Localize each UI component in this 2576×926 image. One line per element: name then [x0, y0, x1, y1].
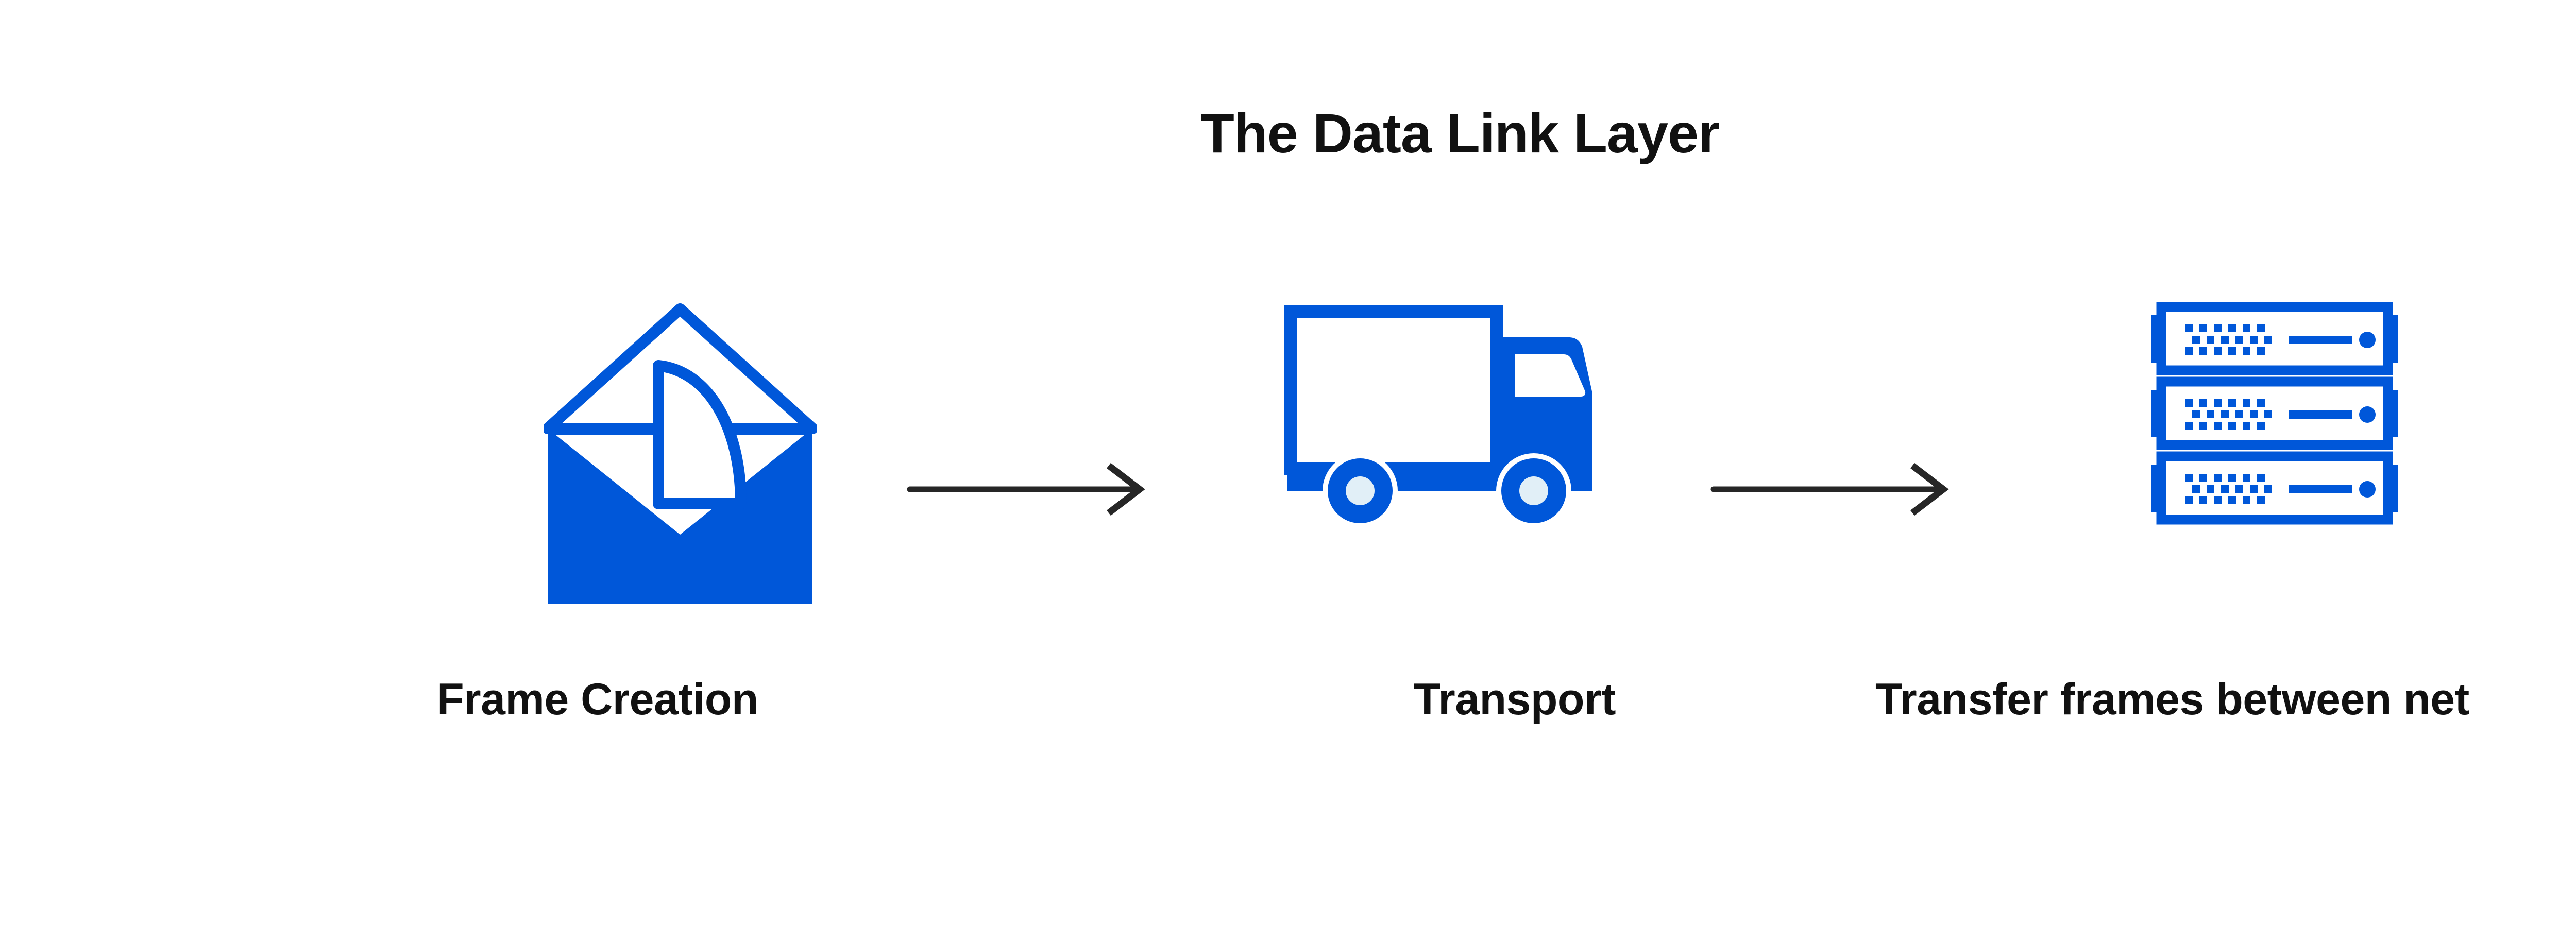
stage-label-frame-creation: Frame Creation — [437, 675, 758, 724]
open-envelope-icon — [544, 288, 817, 608]
stage-label-transport: Transport — [1413, 675, 1616, 724]
stage-label-transfer-frames: Transfer frames between net — [1875, 675, 2469, 724]
server-unit-1 — [2151, 307, 2398, 370]
delivery-truck-icon — [1283, 288, 1597, 608]
server-rack-icon — [2151, 288, 2398, 608]
flow-row — [0, 288, 2576, 608]
server-unit-3 — [2151, 456, 2398, 520]
arrow-right-icon — [907, 458, 1149, 520]
arrow-right-icon — [1710, 458, 1953, 520]
stage-label-row: Frame Creation Transport Transfer frames… — [0, 672, 2576, 744]
server-unit-2 — [2151, 382, 2398, 445]
page-title: The Data Link Layer — [1200, 102, 1720, 164]
